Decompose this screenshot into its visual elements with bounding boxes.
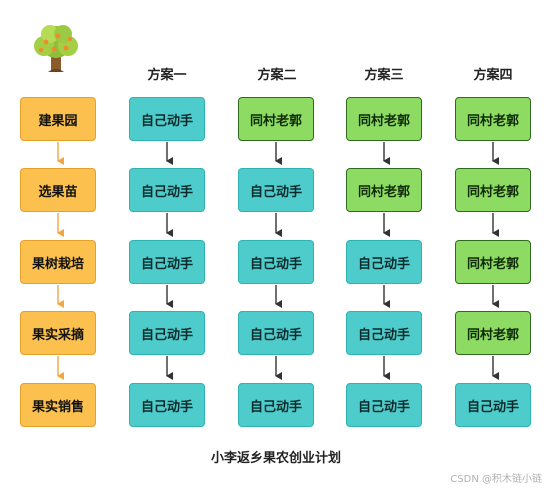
plan-header-2: 方案二 xyxy=(257,68,297,83)
plan1-node-4: 自己动手 xyxy=(129,311,205,355)
plan1-node-5: 自己动手 xyxy=(129,383,205,427)
plan3-node-2: 同村老郭 xyxy=(346,168,422,212)
plan2-node-5: 自己动手 xyxy=(238,383,314,427)
plan4-node-2: 同村老郭 xyxy=(455,168,531,212)
plan1-node-2: 自己动手 xyxy=(129,168,205,212)
plan-header-4: 方案四 xyxy=(473,68,513,83)
step-node-3: 果树栽培 xyxy=(20,240,96,284)
plan3-node-5: 自己动手 xyxy=(346,383,422,427)
plan-header-3: 方案三 xyxy=(364,68,404,83)
plan4-node-5: 自己动手 xyxy=(455,383,531,427)
step-node-4: 果实采摘 xyxy=(20,311,96,355)
plan3-node-1: 同村老郭 xyxy=(346,97,422,141)
tree-icon xyxy=(34,25,78,72)
plan2-node-1: 同村老郭 xyxy=(238,97,314,141)
plan4-node-4: 同村老郭 xyxy=(455,311,531,355)
plan2-node-4: 自己动手 xyxy=(238,311,314,355)
plan4-node-1: 同村老郭 xyxy=(455,97,531,141)
plan2-node-2: 自己动手 xyxy=(238,168,314,212)
plan1-node-1: 自己动手 xyxy=(129,97,205,141)
diagram-caption: 小李返乡果农创业计划 xyxy=(210,451,341,466)
plan1-node-3: 自己动手 xyxy=(129,240,205,284)
plan2-node-3: 自己动手 xyxy=(238,240,314,284)
plan3-node-3: 自己动手 xyxy=(346,240,422,284)
watermark: CSDN @积木链小链 xyxy=(450,474,542,485)
step-node-2: 选果苗 xyxy=(20,168,96,212)
step-node-1: 建果园 xyxy=(20,97,96,141)
step-node-5: 果实销售 xyxy=(20,383,96,427)
plan3-node-4: 自己动手 xyxy=(346,311,422,355)
plan4-node-3: 同村老郭 xyxy=(455,240,531,284)
plan-header-1: 方案一 xyxy=(147,68,187,83)
